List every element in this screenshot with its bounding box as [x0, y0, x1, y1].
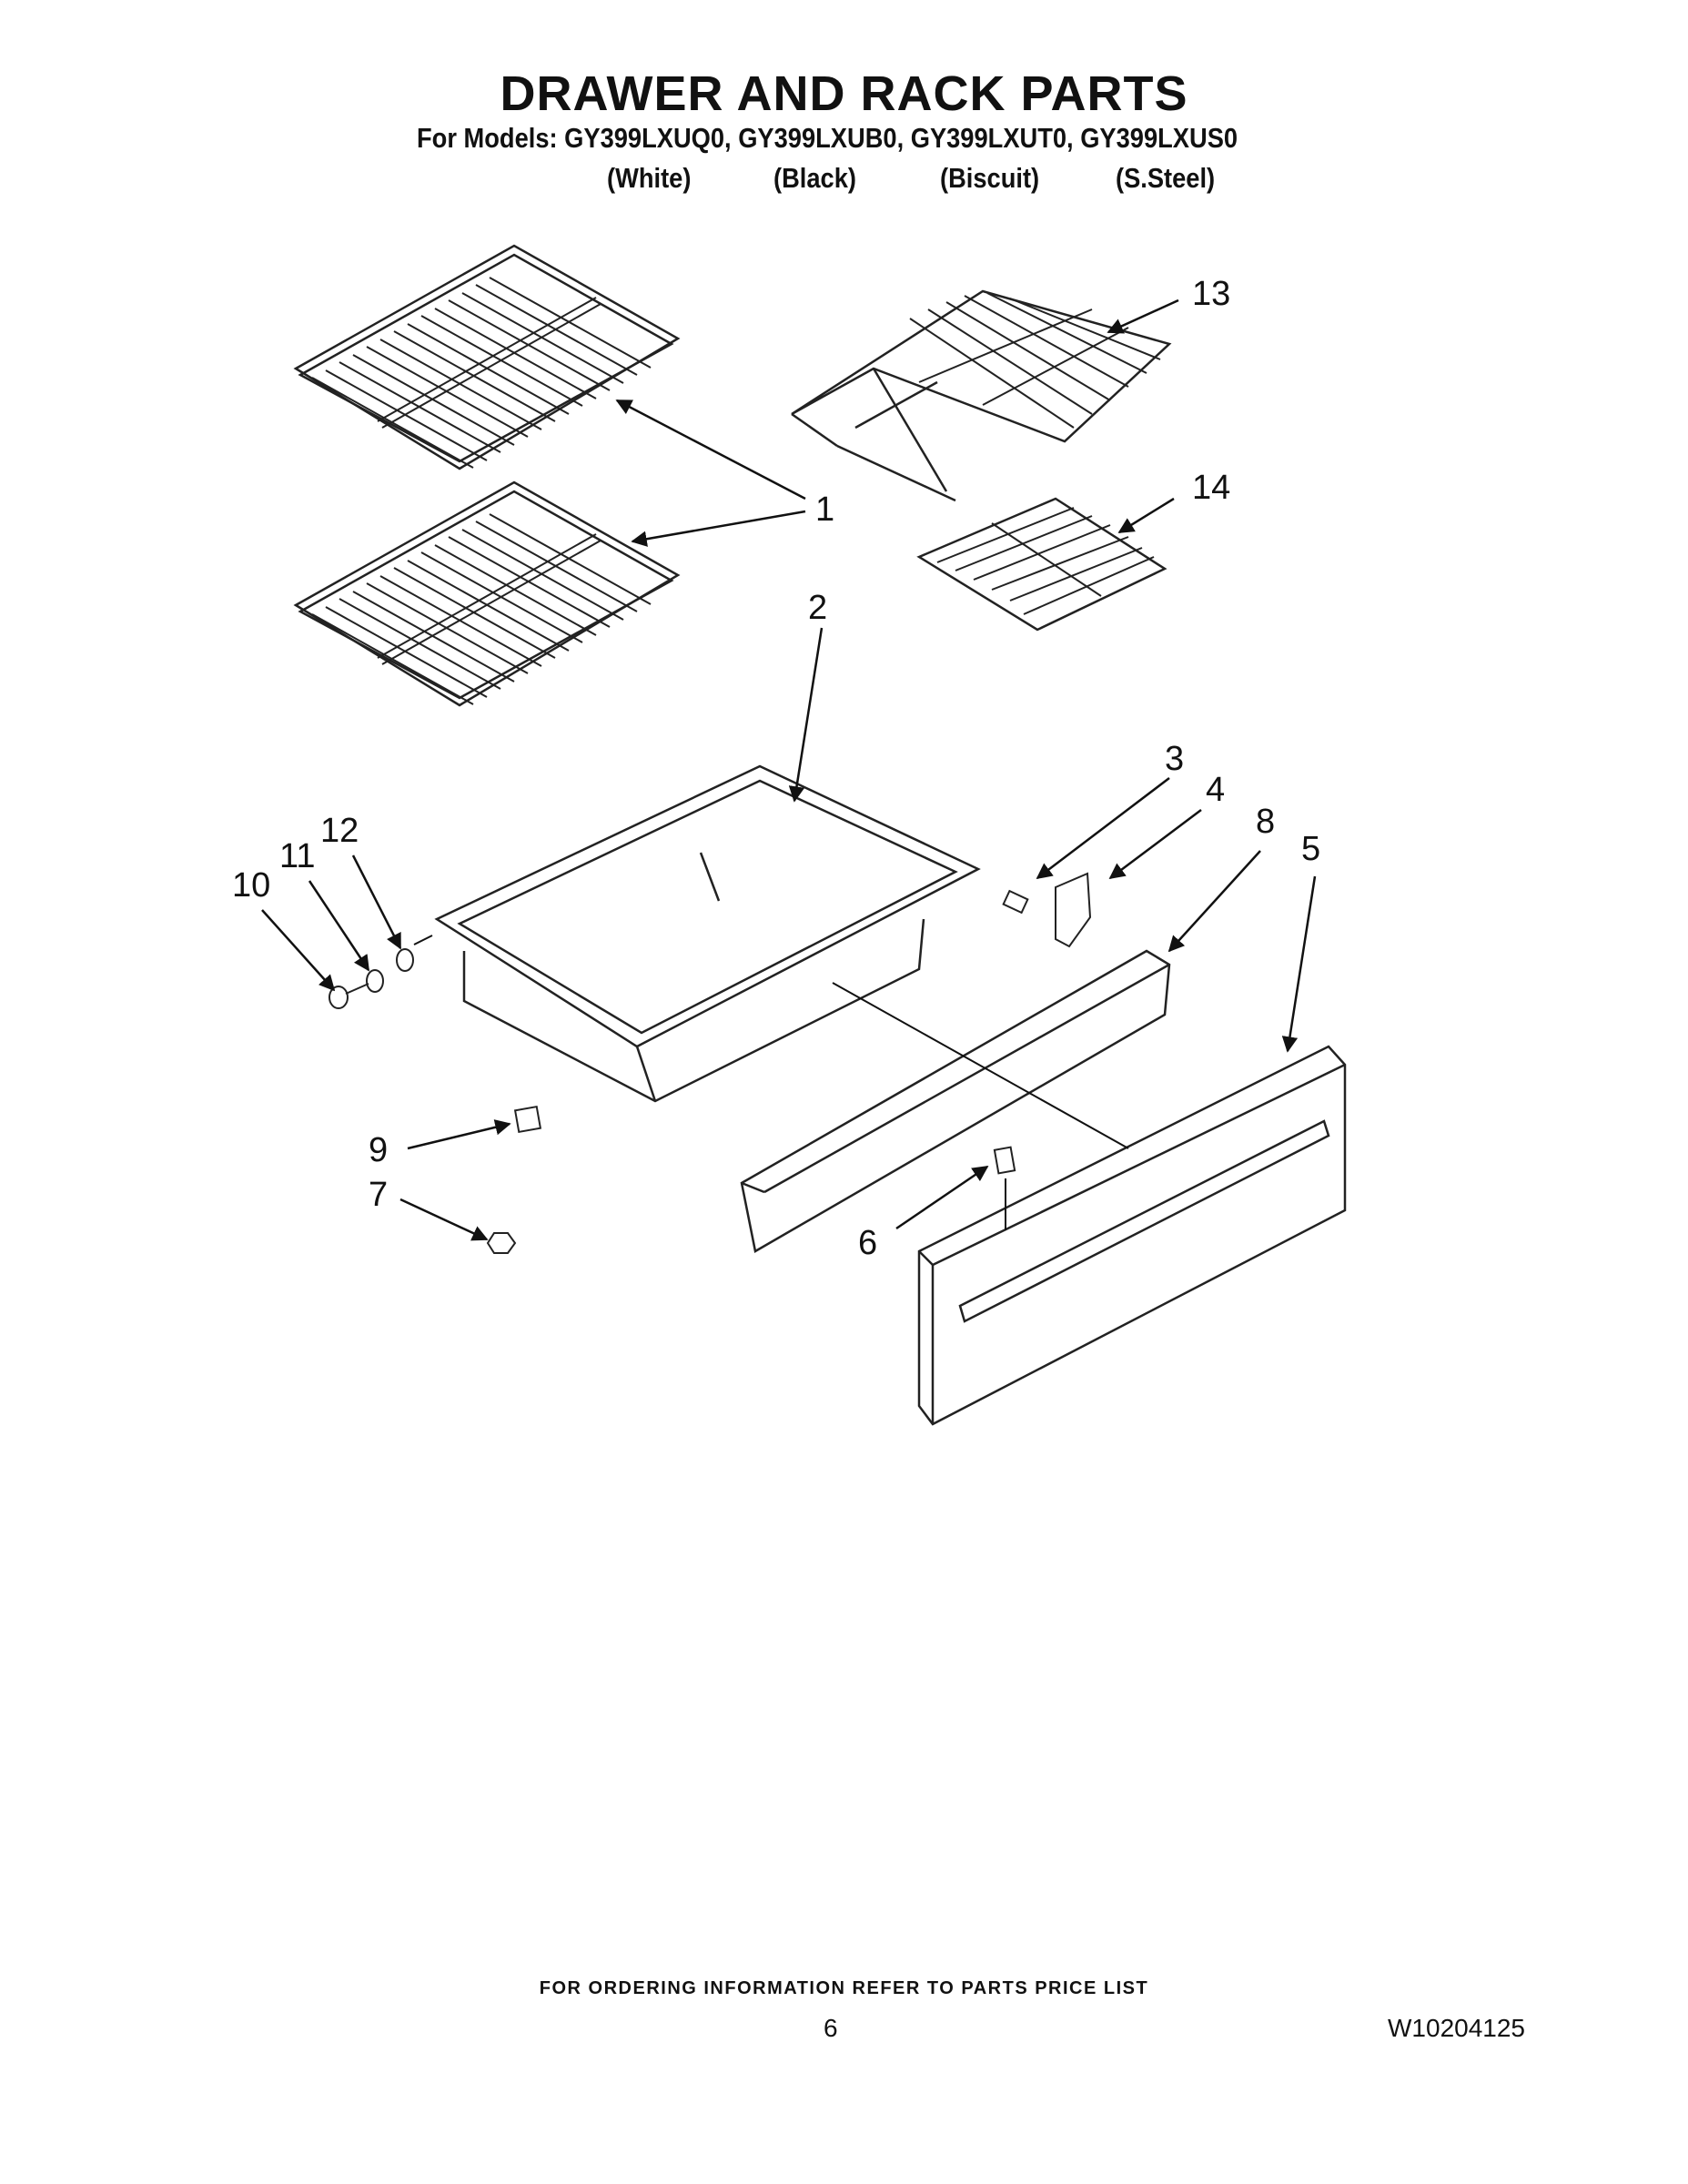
guide-lines — [413, 935, 1129, 1230]
color-black: (Black) — [773, 162, 856, 194]
page-title: DRAWER AND RACK PARTS — [500, 66, 1188, 121]
ordering-note: FOR ORDERING INFORMATION REFER TO PARTS … — [539, 1978, 1149, 1998]
callout-7: 7 — [369, 1176, 388, 1214]
bracket-4 — [1055, 872, 1092, 948]
document-number: W10204125 — [1388, 2014, 1526, 2042]
drawer-pan — [434, 764, 981, 1103]
callout-8: 8 — [1256, 803, 1275, 841]
oven-rack-upper — [293, 244, 681, 470]
screw-6 — [993, 1146, 1016, 1175]
clip-9 — [513, 1105, 542, 1134]
color-biscuit: (Biscuit) — [940, 162, 1040, 194]
callout-13: 13 — [1192, 275, 1230, 313]
color-stainless: (S.Steel) — [1116, 162, 1216, 194]
half-rack — [916, 497, 1167, 632]
callout-9: 9 — [369, 1131, 388, 1169]
nut-7 — [486, 1232, 517, 1254]
leader-arrows — [261, 298, 1317, 1241]
callout-1: 1 — [815, 490, 834, 529]
color-white: (White) — [607, 162, 692, 194]
callout-5: 5 — [1301, 830, 1320, 868]
screw-3 — [1002, 889, 1029, 915]
callout-14: 14 — [1192, 469, 1230, 507]
callout-11: 11 — [279, 837, 315, 875]
callout-6: 6 — [858, 1224, 877, 1262]
models-line: For Models: GY399LXUQ0, GY399LXUB0, GY39… — [417, 122, 1238, 154]
oven-rack-lower — [293, 480, 681, 707]
drawer-front-panel — [917, 1045, 1347, 1426]
trim-strip — [740, 949, 1171, 1253]
callout-2: 2 — [808, 589, 827, 627]
roller-assembly — [329, 948, 414, 1009]
callout-12: 12 — [320, 812, 359, 850]
page-number: 6 — [824, 2014, 838, 2042]
callout-3: 3 — [1165, 740, 1184, 778]
callout-10: 10 — [232, 866, 270, 905]
callout-4: 4 — [1206, 771, 1225, 809]
split-rack — [791, 289, 1172, 502]
